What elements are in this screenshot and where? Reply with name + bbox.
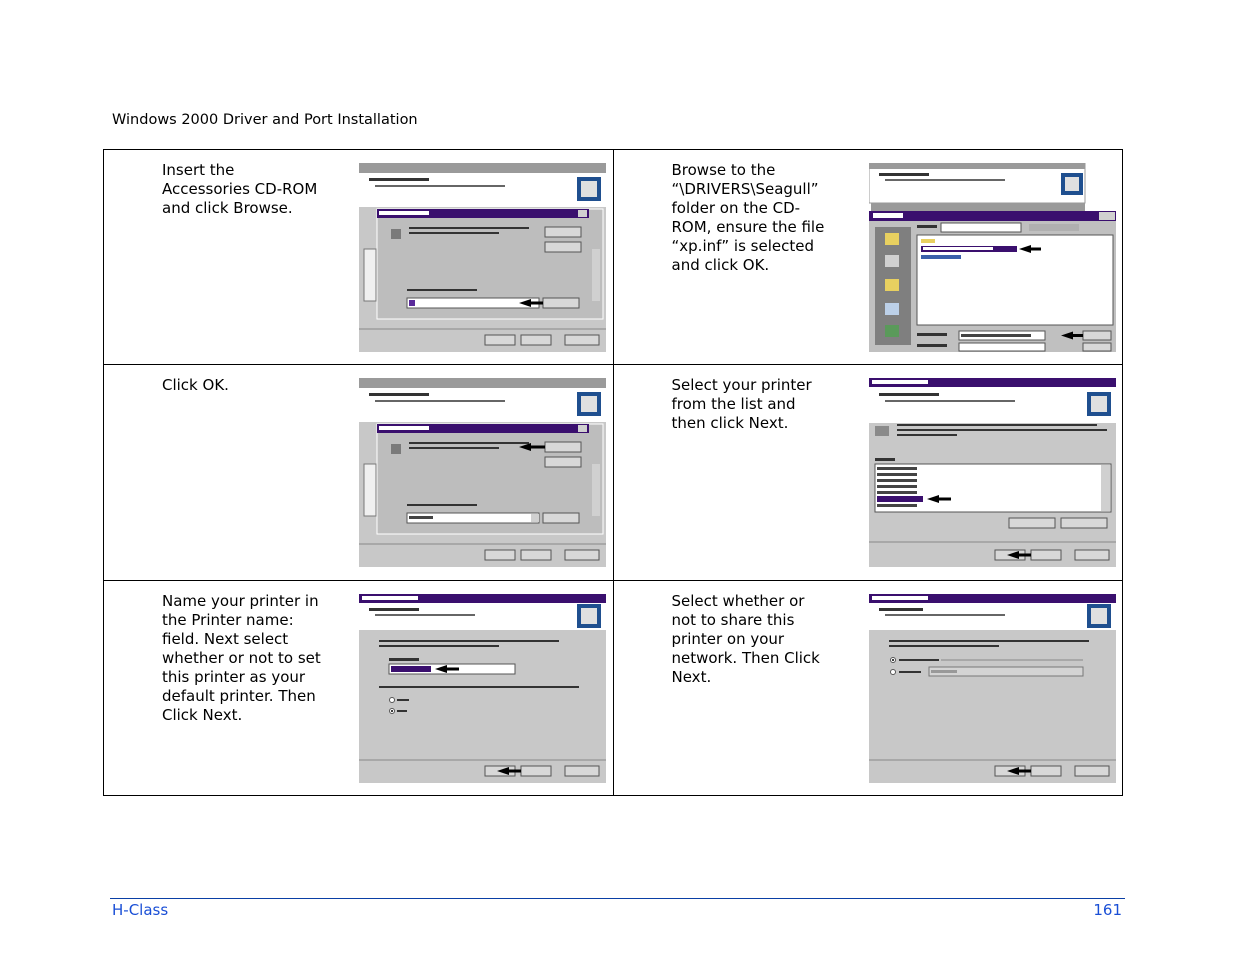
- screenshot-install-from-disk-ok: [359, 378, 606, 568]
- footer-divider: [110, 898, 1125, 899]
- step-text: Select your printer from the list and th…: [671, 376, 812, 433]
- steps-table: Insert the Accessories CD-ROM and click …: [103, 148, 1123, 797]
- screenshot-locate-file: [868, 163, 1116, 352]
- footer-page-number: 161: [1093, 901, 1122, 919]
- screenshot-install-from-disk-browse: [359, 163, 606, 352]
- step-cell-1: Insert the Accessories CD-ROM and click …: [103, 148, 614, 366]
- step-text: Name your printer in the Printer name: f…: [162, 591, 321, 724]
- screenshot-select-printer: [868, 378, 1116, 568]
- step-cell-2: Browse to the “\DRIVERS\Seagull” folder …: [612, 148, 1123, 366]
- screenshot-printer-sharing: [868, 593, 1116, 783]
- step-cell-3: Click OK.: [103, 364, 614, 581]
- screenshot-name-your-printer: [359, 593, 606, 783]
- step-text: Select whether or not to share this prin…: [671, 591, 820, 686]
- step-cell-4: Select your printer from the list and th…: [612, 364, 1123, 581]
- step-text: Insert the Accessories CD-ROM and click …: [162, 161, 318, 217]
- step-cell-5: Name your printer in the Printer name: f…: [103, 579, 614, 797]
- step-text: Click OK.: [162, 376, 229, 395]
- step-cell-6: Select whether or not to share this prin…: [612, 579, 1123, 797]
- step-text: Browse to the “\DRIVERS\Seagull” folder …: [671, 161, 825, 274]
- footer-product-name: H-Class: [112, 901, 169, 919]
- page-header: Windows 2000 Driver and Port Installatio…: [112, 112, 418, 128]
